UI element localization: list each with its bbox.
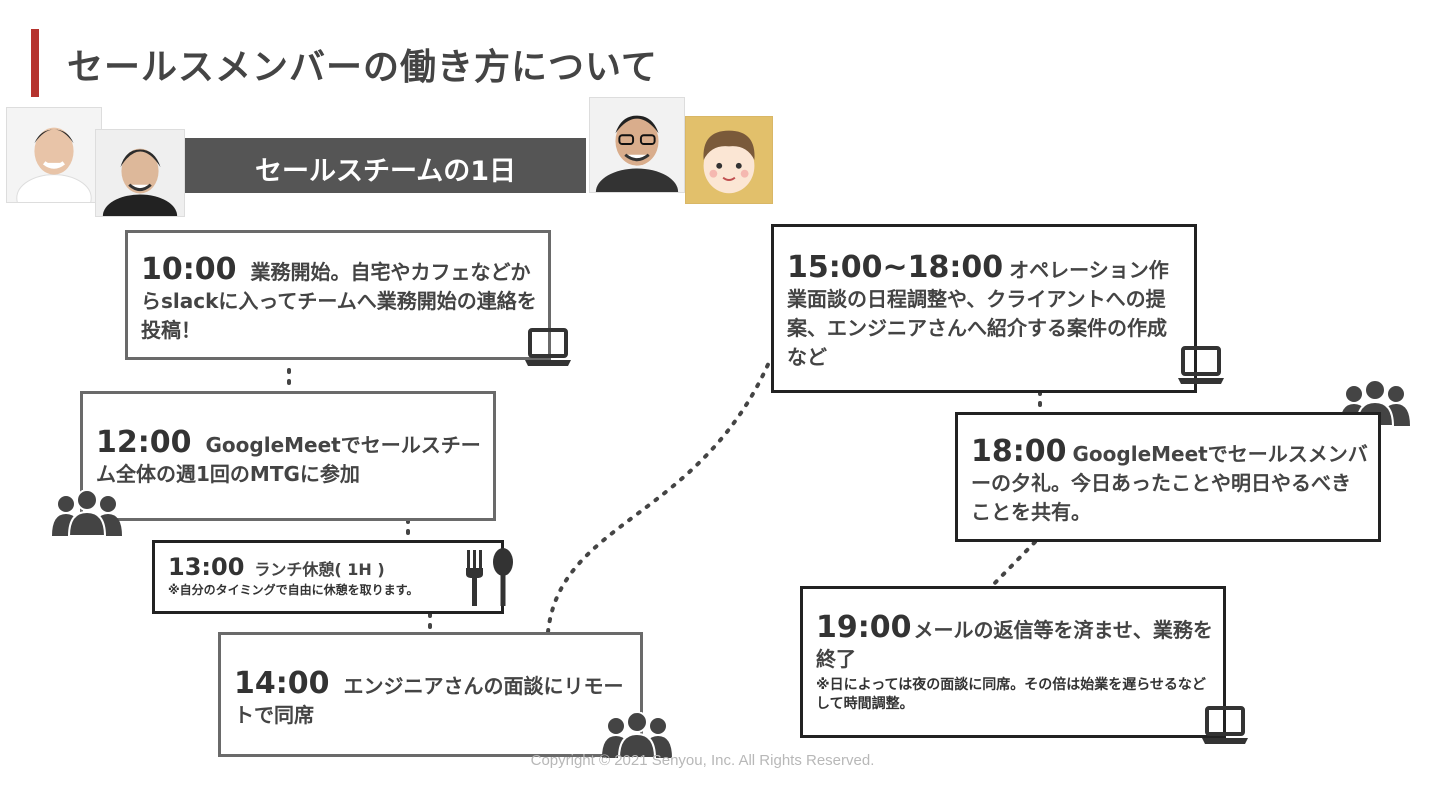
- schedule-card-1300: 13:00 ランチ休憩( 1H ) ※自分のタイミングで自由に休憩を取ります。: [152, 540, 504, 614]
- schedule-text: エンジニアさんの面談にリモートで同席: [234, 674, 624, 727]
- group-people-icon: [602, 712, 672, 758]
- schedule-note: ※日によっては夜の面談に同席。その倍は始業を遅らせるなどして時間調整。: [816, 677, 1206, 712]
- schedule-text: ランチ休憩( 1H ): [254, 560, 385, 579]
- avatar-member-3: [589, 97, 685, 193]
- time-label: 15:00~18:00: [787, 250, 1004, 285]
- group-people-icon: [52, 490, 122, 536]
- time-label: 12:00: [96, 425, 192, 460]
- time-label: 13:00: [168, 553, 245, 581]
- time-label: 18:00: [971, 434, 1067, 469]
- schedule-text: GoogleMeetでセールスメンバーの夕礼。今日あったことや明日やるべきことを…: [971, 442, 1368, 524]
- banner-label: セールスチームの1日: [255, 156, 516, 187]
- schedule-note: ※自分のタイミングで自由に休憩を取ります。: [168, 583, 419, 597]
- time-label: 10:00: [141, 252, 237, 287]
- page-title: セールスメンバーの働き方について: [67, 47, 658, 88]
- schedule-text: 業務開始。自宅やカフェなどからslackに入ってチームへ業務開始の連絡を投稿！: [141, 260, 537, 342]
- avatar-member-2: [95, 129, 185, 217]
- title-accent-bar: [31, 29, 39, 97]
- copyright-footer: Copyright © 2021 Senyou, Inc. All Rights…: [530, 752, 875, 769]
- schedule-text: GoogleMeetでセールスチーム全体の週1回のMTGに参加: [96, 433, 481, 486]
- laptop-icon: [1177, 346, 1225, 386]
- time-label: 14:00: [234, 666, 330, 701]
- schedule-text: オペレーション作業面談の日程調整や、クライアントへの提案、エンジニアさんへ紹介す…: [787, 258, 1169, 369]
- fork-spoon-icon: [463, 548, 517, 608]
- team-day-banner: セールスチームの1日: [185, 138, 586, 193]
- schedule-text: メールの返信等を済ませ、業務を終了: [816, 618, 1213, 671]
- laptop-icon: [1201, 706, 1249, 746]
- avatar-member-1: [6, 107, 102, 203]
- time-label: 19:00: [816, 610, 912, 645]
- avatar-member-4-illustration: [685, 116, 773, 204]
- connector-1400-1500: [546, 358, 772, 634]
- laptop-icon: [524, 328, 572, 368]
- connector-1800-1900: [988, 540, 1037, 590]
